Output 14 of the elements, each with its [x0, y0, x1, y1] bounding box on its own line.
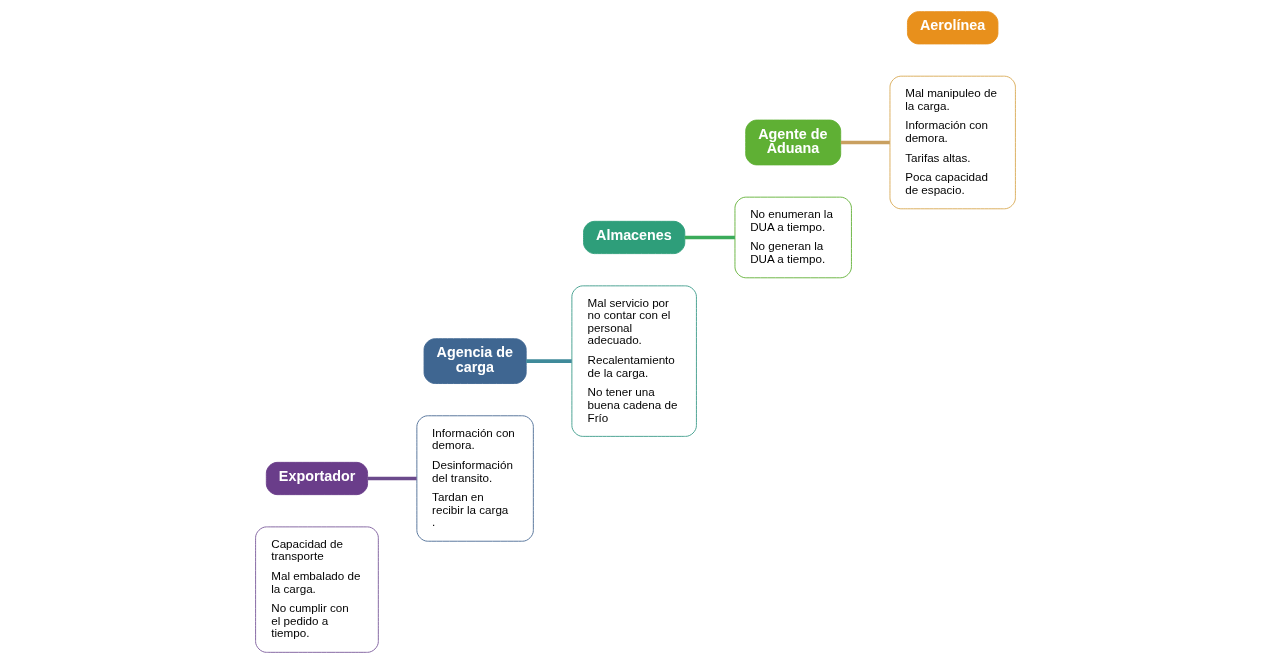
node-box: No enumeran la DUA a tiempo. No generan la DUA a tiempo.	[734, 196, 852, 279]
node-box: Mal servicio por no contar con el personal adecuado. Recalentamiento de la carga. No tener una buena cadena de Frío	[571, 285, 697, 437]
node-box: Mal manipuleo de la carga. Información con demora. Tarifas altas. Poca capacidad de espacio.	[889, 75, 1016, 210]
connector	[367, 476, 417, 481]
node-box: Información con demora. Desinformación del transito. Tardan en recibir la carga .	[416, 415, 534, 542]
connector	[684, 235, 735, 240]
node-box: Capacidad de transporte Mal embalado de la carga. No cumplir con el pedido a tiempo.	[255, 526, 379, 653]
node-box: Exportador	[265, 461, 369, 496]
node-box: Aerolínea	[907, 11, 999, 45]
node-box: Agente de Aduana	[745, 119, 842, 166]
connector	[526, 359, 572, 363]
node-box: Almacenes	[583, 220, 686, 255]
connector	[841, 140, 890, 145]
node-box: Agencia de carga	[423, 338, 527, 384]
